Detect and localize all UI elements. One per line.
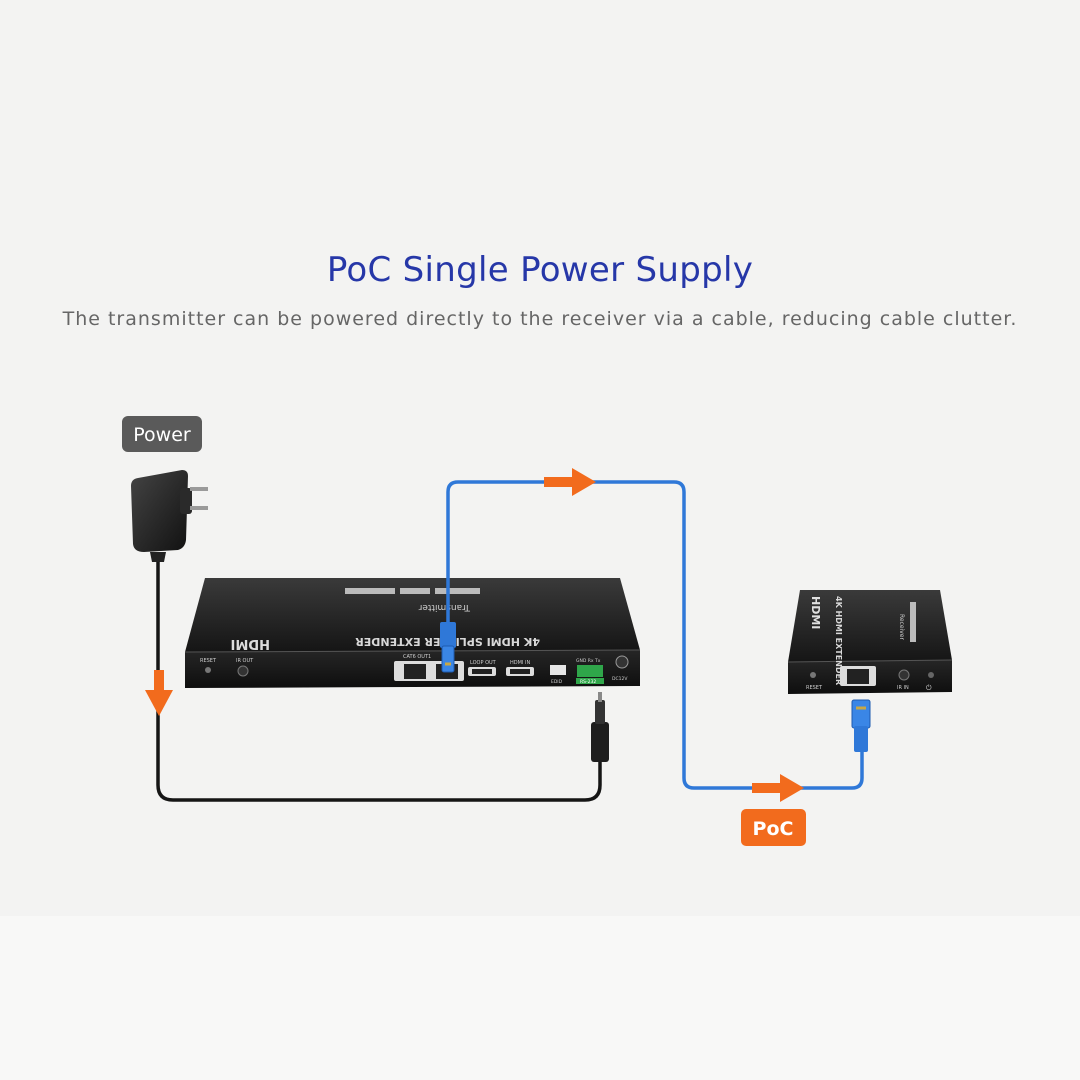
ethernet-cable <box>446 480 864 790</box>
poc-label: PoC <box>753 818 794 840</box>
tx-rs232-terminal <box>577 665 603 677</box>
rx-ir-in-label: IR IN <box>897 685 909 691</box>
rx-led <box>928 672 934 678</box>
page-subtitle: The transmitter can be powered directly … <box>62 308 1018 330</box>
background-panel <box>0 0 1080 916</box>
poc-flow-arrow-bottom-icon <box>752 774 804 802</box>
poc-flow-arrow-top-icon <box>544 468 596 496</box>
tx-dc-jack <box>615 655 629 669</box>
tx-cat6-out-label: CAT6 OUT1 <box>403 654 431 660</box>
rx-ethernet-port <box>847 669 869 684</box>
tx-hdmi-in-label: HDMI IN <box>510 660 530 666</box>
tx-edid-label: EDID <box>551 679 563 685</box>
power-symbol-icon: ⏻ <box>926 684 932 692</box>
rx-reset-label: RESET <box>806 685 823 691</box>
rx-reset-button <box>810 672 816 678</box>
tx-ir-out-label: IR OUT <box>236 658 254 664</box>
transmitter-brand-logo: HDMI <box>231 636 270 651</box>
tx-loop-out-label: LOOP OUT <box>470 660 497 666</box>
rj45-plug-transmitter-icon <box>440 622 456 673</box>
power-adapter-icon <box>131 470 208 562</box>
transmitter-device: HDMI 4K HDMI SPLITTER EXTENDER Transmitt… <box>184 578 641 688</box>
receiver-model-label: 4K HDMI EXTENDER <box>834 596 843 685</box>
tx-rs232-header-label: GND Rx Tx <box>576 658 601 664</box>
transmitter-type-label: Transmitter <box>418 602 471 612</box>
dc-plug-icon <box>591 692 609 762</box>
tx-rs232-label: RS-232 <box>580 679 596 685</box>
power-badge: Power <box>122 416 202 452</box>
receiver-type-label: Receiver <box>898 614 905 640</box>
tx-reset-label: RESET <box>200 658 217 664</box>
poc-badge: PoC <box>741 809 806 846</box>
page-title: PoC Single Power Supply <box>326 250 754 290</box>
receiver-device: HDMI 4K HDMI EXTENDER Receiver RESET IR … <box>787 590 953 694</box>
tx-reset-button <box>205 667 211 673</box>
rj45-plug-receiver-icon <box>851 699 871 752</box>
rx-ir-in-jack <box>898 669 910 681</box>
tx-dc12v-label: DC12V <box>612 676 628 682</box>
power-cable <box>156 562 602 802</box>
tx-cat6-port-1 <box>404 664 426 679</box>
power-flow-arrow-icon <box>145 670 173 716</box>
power-label: Power <box>133 424 191 446</box>
tx-edid-switch <box>550 665 566 675</box>
tx-ir-out-jack <box>237 665 249 677</box>
receiver-brand-logo: HDMI <box>809 596 822 629</box>
